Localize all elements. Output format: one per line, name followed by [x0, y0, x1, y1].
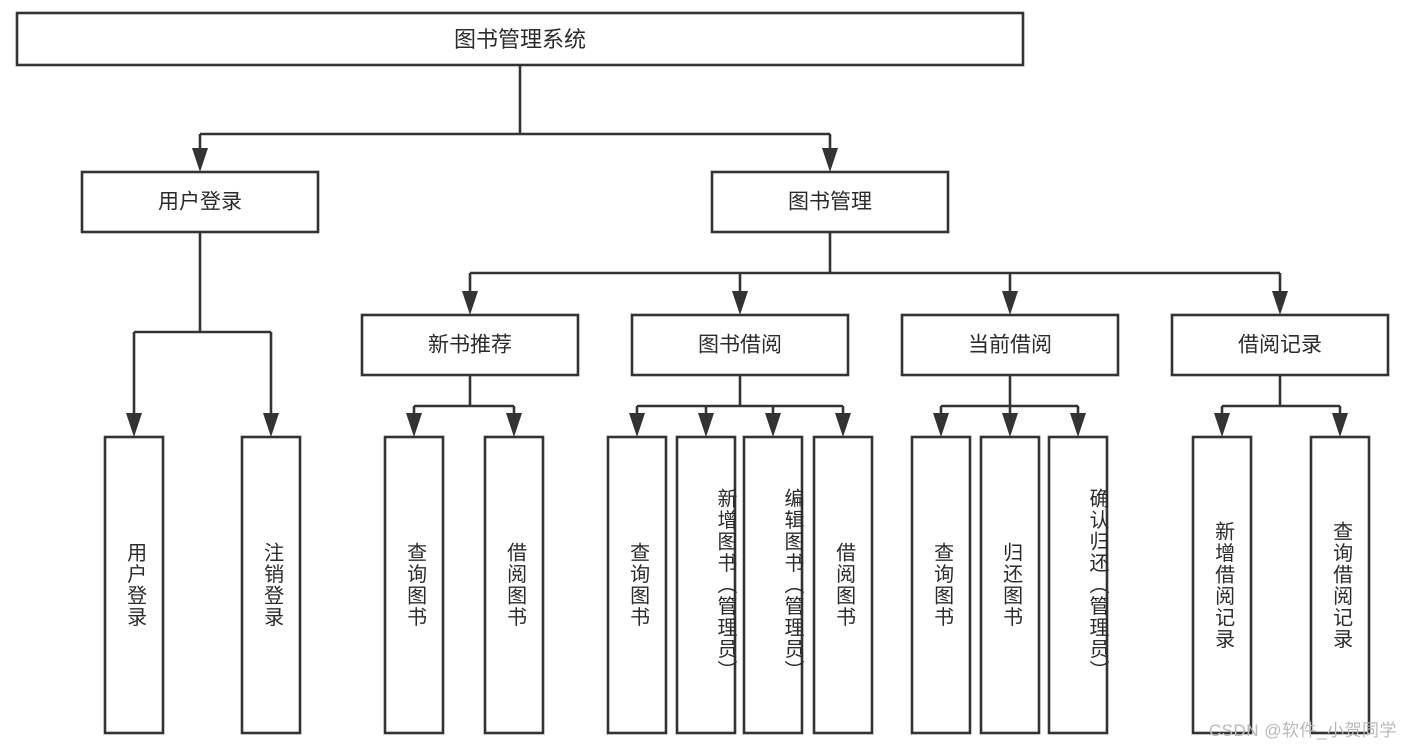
leaf-box-confirm-return-admin[interactable] — [1047, 435, 1109, 735]
leaf-box-borrow-book-bb[interactable] — [812, 435, 874, 735]
node-new-book-recommend[interactable]: 新书推荐 — [360, 313, 580, 377]
node-borrow-record[interactable]: 借阅记录 — [1170, 313, 1390, 377]
leaf-box-add-book-admin[interactable] — [675, 435, 737, 735]
current-borrow-box[interactable] — [900, 313, 1120, 377]
leaf-box-query-borrow-record[interactable] — [1309, 435, 1371, 735]
leaf-box-return-book[interactable] — [979, 435, 1041, 735]
leaf-box-query-book-cb[interactable] — [910, 435, 972, 735]
node-current-borrow[interactable]: 当前借阅 — [900, 313, 1120, 377]
root-box[interactable] — [15, 11, 1025, 67]
connector-book-manage-to-level3 — [462, 232, 1288, 315]
node-root[interactable]: 图书管理系统 — [15, 11, 1025, 67]
node-book-manage[interactable]: 图书管理 — [710, 170, 950, 234]
connector-root-to-level2 — [192, 65, 838, 172]
node-book-borrow[interactable]: 图书借阅 — [630, 313, 850, 377]
leaf-box-borrow-book-nb[interactable] — [483, 435, 545, 735]
arrow-to-book-manage — [822, 148, 838, 172]
connector-user-login-to-leaves — [126, 232, 279, 437]
connector-new-book-recommend-to-leaves — [406, 375, 522, 437]
leaf-box-edit-book-admin[interactable] — [742, 435, 804, 735]
book-manage-label: 图书管理 — [788, 191, 872, 214]
leaf-box-query-book-bb[interactable] — [606, 435, 668, 735]
connector-borrow-record-to-leaves — [1214, 375, 1348, 437]
book-borrow-label: 图书借阅 — [698, 334, 782, 357]
current-borrow-label: 当前借阅 — [968, 334, 1052, 357]
connector-book-borrow-to-leaves — [629, 375, 851, 437]
leaf-box-logout[interactable] — [240, 435, 302, 735]
leaf-box-add-borrow-record[interactable] — [1191, 435, 1253, 735]
watermark-text: CSDN @软件_小贺同学 — [1208, 721, 1397, 740]
user-login-label: 用户登录 — [158, 191, 242, 214]
connector-current-borrow-to-leaves — [933, 375, 1086, 437]
root-label: 图书管理系统 — [454, 27, 586, 52]
new-book-recommend-box[interactable] — [360, 313, 580, 377]
borrow-record-label: 借阅记录 — [1238, 334, 1322, 357]
arrow-to-user-login — [192, 148, 208, 172]
leaf-box-query-book-nb[interactable] — [383, 435, 445, 735]
user-login-box[interactable] — [80, 170, 320, 234]
leaf-box-user-login[interactable] — [103, 435, 165, 735]
new-book-recommend-label: 新书推荐 — [428, 334, 512, 357]
node-user-login[interactable]: 用户登录 — [80, 170, 320, 234]
